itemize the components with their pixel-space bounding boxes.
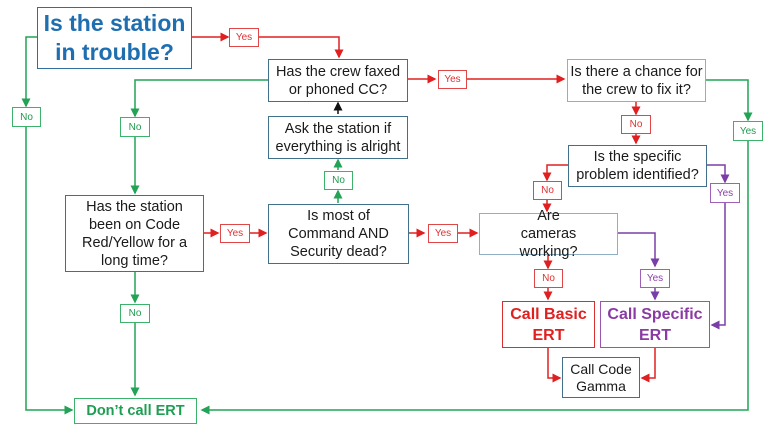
label-yes-codered: Yes xyxy=(220,224,250,243)
node-crew-contacted: Has the crew faxed or phoned CC? xyxy=(268,59,408,102)
label-text: Yes xyxy=(444,74,461,85)
terminal-dont-call-ert-text: Don’t call ERT xyxy=(86,403,185,419)
terminal-call-specific-ert: Call Specific ERT xyxy=(600,301,710,348)
label-text: Yes xyxy=(434,228,452,239)
label-no-fix: No xyxy=(621,115,651,134)
label-text: Yes xyxy=(646,273,664,284)
terminal-call-code-gamma: Call Code Gamma xyxy=(562,357,640,398)
label-no-codered: No xyxy=(120,304,150,323)
label-text: No xyxy=(128,121,142,133)
label-yes-crew: Yes xyxy=(438,70,467,89)
edge-yes-specific xyxy=(710,203,726,330)
edge-no-dontcall xyxy=(25,127,74,415)
terminal-call-basic-ert: Call Basic ERT xyxy=(502,301,595,348)
label-text: No xyxy=(542,273,555,284)
label-no-crew: No xyxy=(120,117,150,137)
label-no-cameras: No xyxy=(534,269,563,288)
label-no-title: No xyxy=(12,107,41,127)
node-crew-fix: Is there a chance for the crew to fix it… xyxy=(567,59,706,102)
label-text: No xyxy=(629,119,643,130)
label-text: No xyxy=(128,308,142,319)
node-code-red-yellow-text: Has the station been on Code Red/Yellow … xyxy=(81,198,188,269)
start-node: Is the station in trouble? xyxy=(37,7,192,69)
start-node-text: Is the station in trouble? xyxy=(43,10,186,65)
edge-problem-yes xyxy=(707,164,730,184)
terminal-call-code-gamma-text: Call Code Gamma xyxy=(570,360,632,394)
edge-cameras-yes xyxy=(618,232,660,268)
terminal-call-basic-ert-text: Call Basic ERT xyxy=(510,305,587,344)
node-command-security-dead: Is most of Command AND Security dead? xyxy=(268,204,409,264)
label-text: Yes xyxy=(716,187,734,199)
label-text: Yes xyxy=(226,228,244,239)
label-text: No xyxy=(541,185,554,196)
node-ask-station: Ask the station if everything is alright xyxy=(268,116,408,159)
edge-title-no xyxy=(21,36,37,108)
label-yes-problem: Yes xyxy=(710,183,740,203)
edge-yes-dontcall xyxy=(200,141,749,415)
node-problem-identified-text: Is the specific problem identified? xyxy=(576,149,699,183)
label-yes-command: Yes xyxy=(428,224,458,243)
label-yes-title: Yes xyxy=(229,28,259,47)
terminal-call-specific-ert-text: Call Specific ERT xyxy=(607,305,703,344)
label-text: No xyxy=(20,111,33,123)
label-yes-fix: Yes xyxy=(733,121,763,141)
edge-basic-gamma xyxy=(547,348,562,383)
edge-problem-no xyxy=(542,164,568,182)
terminal-dont-call-ert: Don’t call ERT xyxy=(74,398,197,424)
label-text: Yes xyxy=(739,125,757,137)
node-cameras-working-text: Are cameras working? xyxy=(519,208,578,260)
node-problem-identified: Is the specific problem identified? xyxy=(568,145,707,187)
edge-fix-yes xyxy=(706,79,753,122)
edge-specific-gamma xyxy=(640,348,656,383)
label-text: No xyxy=(332,175,345,186)
label-no-command: No xyxy=(324,171,353,190)
node-ask-station-text: Ask the station if everything is alright xyxy=(275,120,401,155)
edge-yes-crew xyxy=(259,36,344,59)
node-crew-fix-text: Is there a chance for the crew to fix it… xyxy=(570,63,703,98)
label-text: Yes xyxy=(235,32,253,43)
label-no-problem: No xyxy=(533,181,562,200)
node-crew-contacted-text: Has the crew faxed or phoned CC? xyxy=(275,63,401,98)
node-code-red-yellow: Has the station been on Code Red/Yellow … xyxy=(65,195,204,272)
label-yes-cameras: Yes xyxy=(640,269,670,288)
node-command-security-dead-text: Is most of Command AND Security dead? xyxy=(288,208,389,260)
node-cameras-working: Are cameras working? xyxy=(479,208,618,260)
edge-crew-no xyxy=(130,79,268,118)
